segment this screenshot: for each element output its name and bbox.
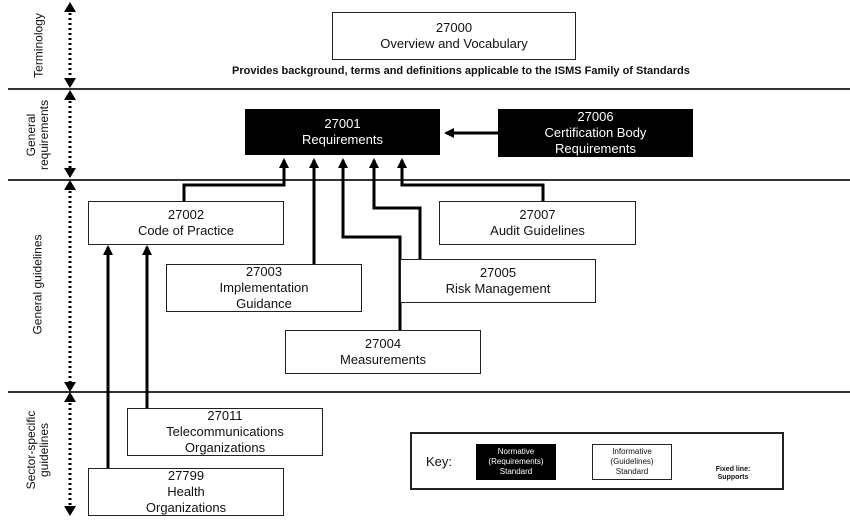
box-number: 27005 bbox=[479, 265, 517, 280]
lane-label-general-guidelines: General guidelines bbox=[30, 234, 45, 335]
lane-label-terminology: Terminology bbox=[31, 13, 46, 78]
edge-27005-27001 bbox=[369, 158, 422, 259]
lane-arrowhead bbox=[64, 506, 76, 516]
key-fixed-line-label: Fixed line: Supports bbox=[715, 466, 751, 481]
box-27011: 27011 Telecommunications Organizations bbox=[127, 408, 323, 456]
box-27799: 27799 Health Organizations bbox=[88, 468, 284, 516]
box-27005: 27005 Risk Management bbox=[400, 259, 596, 303]
box-label: Code of Practice bbox=[137, 223, 235, 238]
box-label: Health Organizations bbox=[145, 484, 227, 515]
lane-arrowhead bbox=[64, 180, 76, 190]
box-number: 27000 bbox=[435, 20, 473, 35]
terminology-caption: Provides background, terms and definitio… bbox=[232, 65, 690, 77]
box-number: 27003 bbox=[245, 264, 283, 279]
box-label: Audit Guidelines bbox=[490, 223, 585, 238]
box-27007: 27007 Audit Guidelines bbox=[439, 201, 636, 245]
key-label: Key: bbox=[426, 454, 453, 469]
key-normative-label: Normative (Requirements) Standard bbox=[488, 447, 544, 476]
box-label: Requirements bbox=[302, 132, 383, 147]
box-27002: 27002 Code of Practice bbox=[88, 201, 284, 245]
box-number: 27004 bbox=[364, 336, 402, 351]
box-27003: 27003 Implementation Guidance bbox=[166, 264, 362, 312]
box-27006: 27006 Certification Body Requirements bbox=[498, 109, 693, 157]
lane-label-sector-specific: Sector-specific guidelines bbox=[24, 410, 51, 490]
key-informative-label: Informative (Guidelines) Standard bbox=[610, 447, 654, 476]
box-number: 27006 bbox=[577, 109, 614, 124]
lane-arrowhead bbox=[64, 382, 76, 392]
box-number: 27001 bbox=[324, 116, 361, 131]
lane-arrowhead bbox=[64, 168, 76, 178]
edge-27002-27001 bbox=[182, 158, 289, 201]
box-27004: 27004 Measurements bbox=[285, 330, 481, 374]
lane-arrowhead bbox=[64, 2, 76, 12]
box-27001: 27001 Requirements bbox=[245, 109, 440, 155]
box-number: 27002 bbox=[167, 207, 205, 222]
key-normative-swatch: Normative (Requirements) Standard bbox=[476, 444, 556, 480]
lane-arrowhead bbox=[64, 78, 76, 88]
lane-arrowhead bbox=[64, 90, 76, 100]
box-label: Telecommunications Organizations bbox=[166, 424, 284, 455]
box-number: 27799 bbox=[167, 468, 205, 483]
box-label: Overview and Vocabulary bbox=[380, 36, 528, 51]
box-27000: 27000 Overview and Vocabulary bbox=[332, 12, 576, 60]
box-label: Measurements bbox=[340, 352, 426, 367]
legend-key: Key: Normative (Requirements) Standard I… bbox=[410, 432, 784, 490]
box-number: 27011 bbox=[207, 408, 243, 423]
box-label: Risk Management bbox=[445, 281, 551, 296]
box-label: Implementation Guidance bbox=[219, 280, 309, 311]
key-informative-swatch: Informative (Guidelines) Standard bbox=[592, 444, 672, 480]
box-number: 27007 bbox=[519, 207, 556, 222]
lane-label-general-requirements: General requirements bbox=[24, 99, 51, 171]
box-label: Certification Body Requirements bbox=[544, 125, 647, 156]
lane-arrowhead bbox=[64, 392, 76, 402]
edge-27007-27001 bbox=[397, 158, 545, 201]
